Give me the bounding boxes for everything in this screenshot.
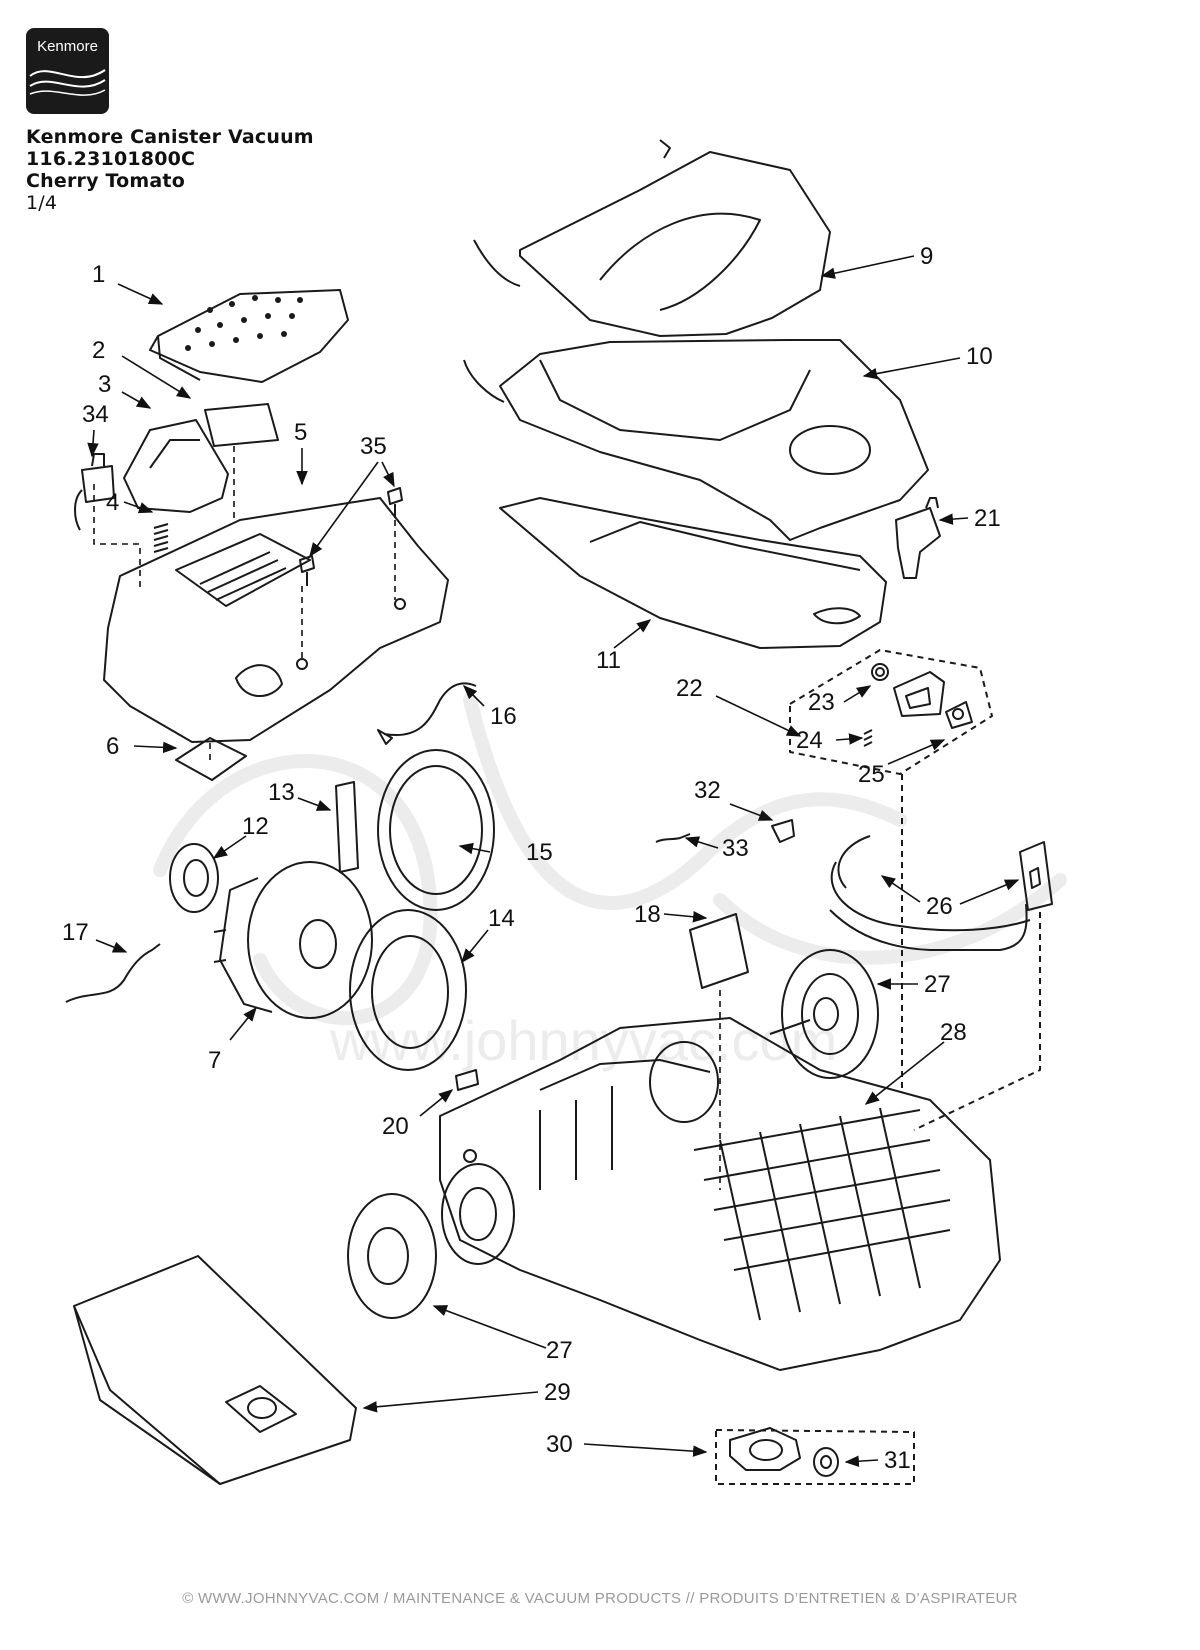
part-bottom-tray: [499, 497, 887, 649]
callout-29: 29: [544, 1379, 571, 1406]
callout-27-left: 27: [546, 1337, 573, 1364]
part-switch: [74, 453, 115, 531]
part-wire-harness: [377, 682, 477, 745]
logo-wave-icon: [29, 69, 106, 96]
part-group-30-31: [715, 1429, 915, 1485]
part-wheel-right: [769, 949, 879, 1079]
callout-31: 31: [884, 1447, 911, 1474]
part-indicator-light: [771, 819, 795, 843]
document-header: Kenmore Canister Vacuum 116.23101800C Ch…: [26, 126, 356, 214]
callout-28: 28: [940, 1019, 967, 1046]
callout-15: 15: [526, 839, 553, 866]
part-filter-housing: [103, 497, 449, 743]
part-motor-wire: [65, 943, 161, 1003]
part-spring: [153, 523, 169, 553]
watermark-url: www.johnnyvac.com: [329, 1009, 837, 1072]
callout-22: 22: [676, 675, 703, 702]
callout-23: 23: [808, 689, 835, 716]
kenmore-logo: Kenmore: [26, 28, 109, 114]
page-number: 1/4: [26, 192, 58, 214]
part-motor-mount: [169, 843, 219, 913]
copyright-footer: © WWW.JOHNNYVAC.COM / MAINTENANCE & VACU…: [182, 1590, 1018, 1607]
callout-6: 6: [106, 733, 119, 760]
callout-20: 20: [382, 1113, 409, 1140]
callout-11: 11: [596, 647, 621, 674]
part-button: [945, 701, 973, 729]
product-color: Cherry Tomato: [26, 170, 185, 192]
part-spring-small: [863, 729, 873, 747]
callout-13: 13: [268, 779, 295, 806]
callout-34: 34: [82, 401, 109, 428]
callout-17: 17: [62, 919, 89, 946]
part-bulb: [655, 833, 691, 843]
product-title: Kenmore Canister Vacuum: [26, 126, 314, 148]
callout-14: 14: [488, 905, 515, 932]
part-screw-a: [299, 555, 315, 586]
part-motor-filter: [689, 913, 749, 989]
callout-27-right: 27: [924, 971, 951, 998]
callout-30: 30: [546, 1431, 573, 1458]
part-group-22-25: [789, 649, 993, 775]
part-swivel-caster: [729, 1427, 801, 1471]
part-gasket-strip: [335, 781, 359, 873]
part-caster-wheel: [813, 1447, 839, 1477]
part-motor-gasket-rear: [377, 749, 495, 911]
callout-2: 2: [92, 337, 105, 364]
part-screw-b: [387, 487, 403, 518]
part-power-cord: [829, 835, 1053, 951]
part-body-top: [463, 339, 929, 541]
callout-35: 35: [360, 433, 387, 460]
part-filter: [204, 403, 279, 447]
callout-26: 26: [926, 893, 953, 920]
callout-9: 9: [920, 243, 933, 270]
part-bracket: [893, 671, 945, 717]
part-washer: [871, 663, 889, 681]
callout-7: 7: [208, 1047, 221, 1074]
callout-25: 25: [858, 761, 885, 788]
part-dust-bag: [73, 1255, 357, 1485]
callout-5: 5: [294, 419, 307, 446]
callout-24: 24: [796, 727, 823, 754]
part-motor: [213, 861, 373, 1019]
callout-12: 12: [242, 813, 269, 840]
callout-32: 32: [694, 777, 721, 804]
callout-4: 4: [106, 489, 119, 516]
callout-1: 1: [92, 261, 105, 288]
part-filter-cover: [149, 289, 349, 383]
callout-10: 10: [966, 343, 993, 370]
part-motor-gasket-front: [349, 909, 467, 1071]
model-number: 116.23101800C: [26, 148, 196, 170]
logo-brand-text: Kenmore: [37, 38, 98, 55]
callout-18: 18: [634, 901, 661, 928]
part-top-cover: [473, 139, 831, 337]
part-filter-frame: [123, 419, 229, 513]
callout-33: 33: [722, 835, 749, 862]
part-pad: [175, 737, 247, 781]
callout-3: 3: [98, 371, 111, 398]
part-latch: [895, 497, 941, 579]
callout-16: 16: [490, 703, 517, 730]
part-wheel-left: [347, 1163, 515, 1319]
part-base-body: [439, 1017, 1001, 1371]
part-clip: [455, 1069, 479, 1091]
callout-21: 21: [974, 505, 1001, 532]
